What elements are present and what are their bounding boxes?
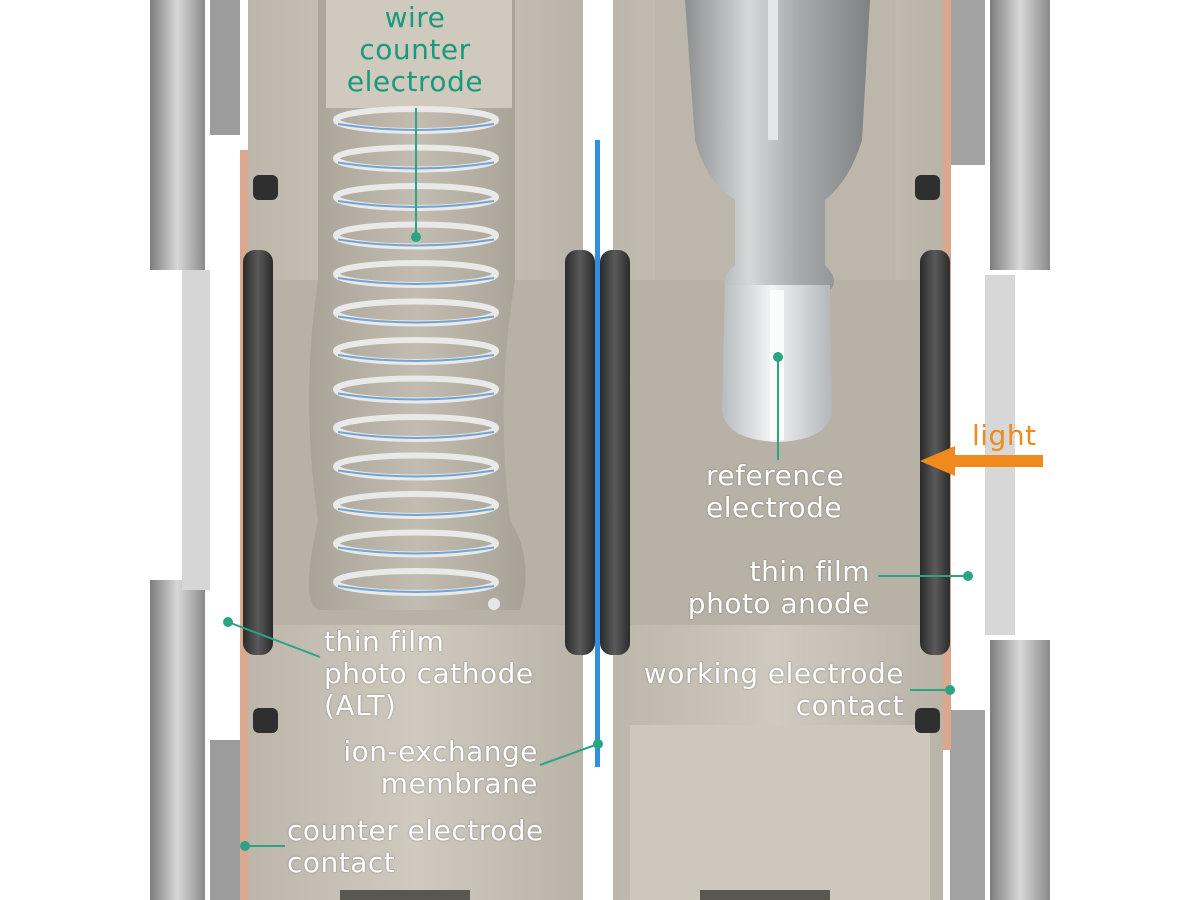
- spring-coil-shadow: [337, 315, 495, 324]
- spring-coil-shadow: [337, 431, 495, 439]
- label-wire-counter-electrode: wire counter electrode: [340, 2, 490, 98]
- spring-coil-shadow: [337, 238, 495, 247]
- light-arrow: [920, 446, 1043, 476]
- counter-electrode-block: [326, 0, 512, 108]
- label-line: working electrode: [643, 657, 904, 690]
- label-line: photo cathode: [324, 657, 534, 690]
- o-rings: [243, 175, 950, 733]
- wire-counter-electrode-spring: [333, 106, 499, 596]
- label-line: contact: [287, 846, 396, 879]
- label-light: light: [972, 419, 1037, 452]
- label-line: wire: [384, 1, 446, 34]
- label-line: electrode: [346, 65, 484, 98]
- label-reference-electrode: reference electrode: [706, 460, 844, 524]
- spring-coil-shadow: [337, 469, 495, 478]
- ion-exchange-membrane-sheet: [595, 140, 600, 767]
- left-knurled-nut: [150, 0, 240, 900]
- label-line: thin film: [324, 625, 445, 658]
- label-line: electrode: [706, 491, 843, 524]
- spring-end-dot: [488, 598, 500, 610]
- label-line: (ALT): [324, 689, 397, 722]
- label-line: counter electrode: [287, 814, 544, 847]
- label-line: reference: [706, 459, 845, 492]
- spring-coil-shadow: [337, 546, 495, 555]
- label-working-electrode-contact: working electrode contact: [612, 658, 904, 722]
- label-thin-film-photo-cathode: thin film photo cathode (ALT): [324, 626, 534, 722]
- label-thin-film-photo-anode: thin film photo anode: [668, 556, 870, 620]
- label-line: thin film: [749, 555, 870, 588]
- label-line: counter: [359, 33, 471, 66]
- label-line: contact: [795, 689, 904, 722]
- label-line: ion-exchange: [343, 735, 538, 768]
- spring-coil-shadow: [337, 277, 495, 285]
- spring-coil-shadow: [337, 392, 495, 401]
- label-line: membrane: [380, 767, 538, 800]
- right-knurled-nut: [950, 0, 1050, 900]
- label-line: photo anode: [687, 587, 870, 620]
- spring-coil-shadow: [337, 508, 495, 516]
- spring-coil-shadow: [337, 354, 495, 362]
- label-counter-electrode-contact: counter electrode contact: [287, 815, 544, 879]
- label-ion-exchange-membrane: ion-exchange membrane: [318, 736, 538, 800]
- leader-lines: [223, 108, 973, 851]
- spring-coil-shadow: [337, 585, 495, 593]
